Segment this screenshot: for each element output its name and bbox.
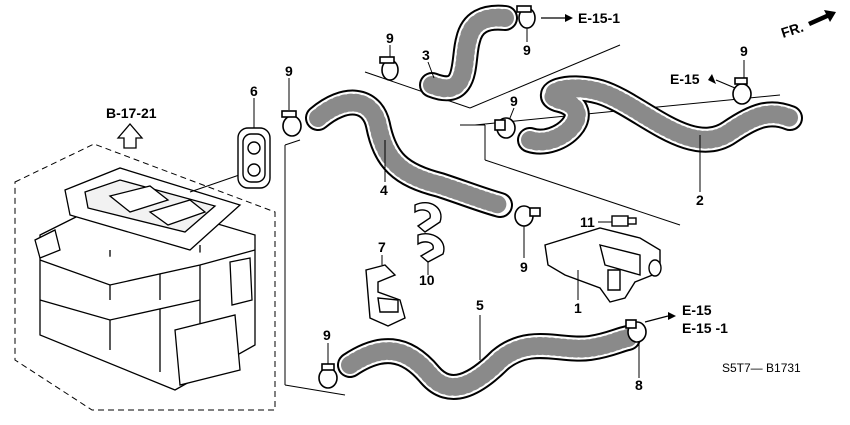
grommet-6 — [237, 98, 271, 189]
ref-label-e-15-right: E-15 — [670, 71, 700, 87]
hose-clamp-left — [281, 78, 302, 137]
ref-label-b-17-21: B-17-21 — [106, 105, 157, 121]
part-number-2: 2 — [696, 192, 704, 208]
ref-label-e-15-1-top: E-15-1 — [578, 10, 620, 26]
arrow-e-15-bottom — [644, 312, 676, 323]
part-number-9-mid: 9 — [520, 259, 528, 275]
hose-clamp-right — [732, 60, 752, 105]
water-valve-1 — [544, 227, 662, 303]
part-number-9-top: 9 — [386, 30, 394, 46]
divider-line — [284, 139, 301, 146]
arrow-e-15-1-top — [541, 14, 573, 22]
part-number-9-upper-mid: 9 — [510, 93, 518, 109]
leader-3 — [427, 61, 435, 79]
ref-label-e-15-bottom: E-15 — [682, 302, 712, 318]
part-number-9-left: 9 — [285, 63, 293, 79]
part-number-8: 8 — [635, 377, 643, 393]
hose-clamp-mid — [514, 205, 541, 258]
part-number-1: 1 — [574, 300, 582, 316]
drawing-code: S5T7— B1731 — [722, 361, 801, 375]
hose-5 — [337, 325, 641, 400]
hose-clamp-upper-mid — [494, 107, 516, 139]
part-number-9-top-right: 9 — [523, 42, 531, 58]
hose-clip-10 — [414, 202, 445, 275]
part-number-9-bottom: 9 — [323, 327, 331, 343]
divider-line — [469, 44, 621, 109]
direction-label: FR. — [779, 19, 805, 41]
part-number-5: 5 — [476, 297, 484, 313]
ref-label-e-15-1-bottom: E-15 -1 — [682, 320, 728, 336]
part-number-9-right: 9 — [740, 43, 748, 59]
hose-clamp-top — [379, 45, 399, 81]
hose-clamp-bottom — [318, 343, 338, 389]
divider-line — [284, 384, 346, 396]
hose-clip-7 — [365, 255, 406, 327]
part-number-6: 6 — [250, 83, 258, 99]
hose-3 — [419, 4, 518, 102]
flange-bolt-11 — [598, 215, 637, 227]
hose-2 — [517, 75, 803, 155]
direction-arrow — [808, 10, 836, 26]
part-number-3: 3 — [422, 47, 430, 63]
divider-line — [364, 71, 471, 109]
arrow-b-17-21 — [116, 123, 144, 149]
part-number-4: 4 — [380, 182, 388, 198]
hose-4 — [305, 89, 513, 218]
part-number-11: 11 — [580, 214, 595, 230]
divider-line — [484, 159, 681, 226]
hose-clamp-top-right — [516, 5, 536, 42]
part-number-7: 7 — [378, 239, 386, 255]
arrow-e-15-right — [708, 74, 736, 89]
part-number-10: 10 — [419, 272, 435, 288]
hose-clamp-8 — [625, 319, 647, 378]
heater-unit — [14, 143, 276, 411]
